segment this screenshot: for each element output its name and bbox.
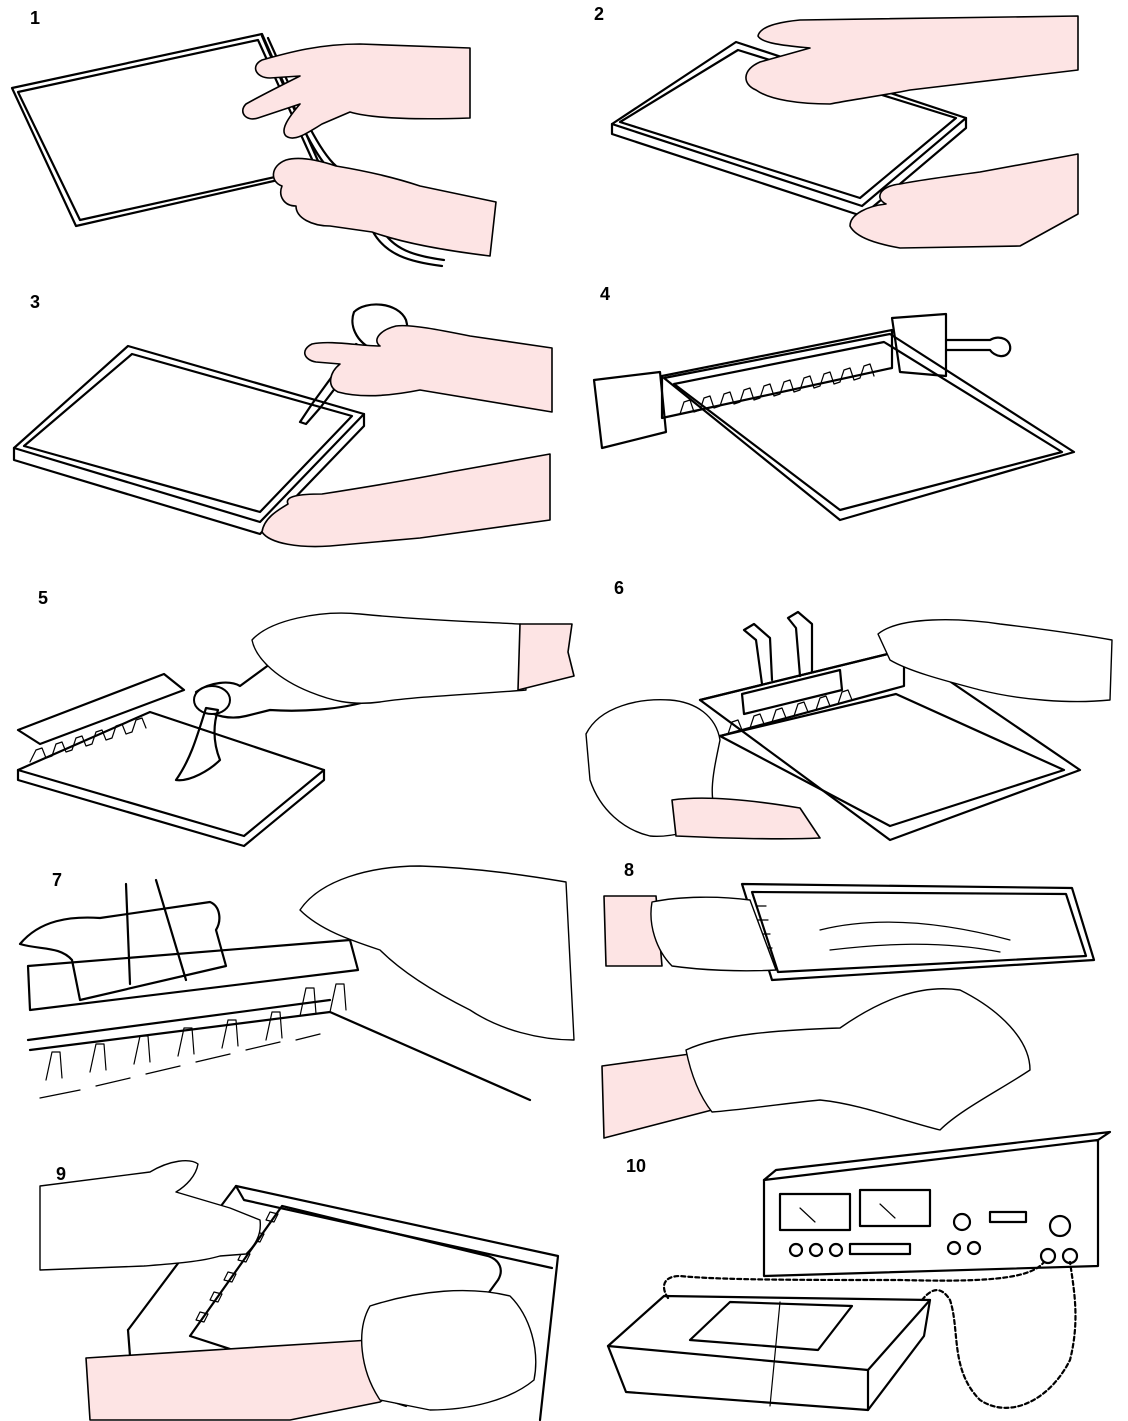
forearm-icon [86, 1340, 410, 1420]
panel-step-10: 10 [608, 1132, 1110, 1410]
panel-step-4: 4 [594, 284, 1074, 520]
panel-step-9: 9 [40, 1161, 558, 1420]
step-number-5: 5 [38, 588, 48, 608]
forearm-icon [518, 624, 574, 690]
binder-clip-icon [20, 880, 226, 1000]
hand-icon [262, 454, 550, 546]
gel-cassette-icon [742, 884, 1094, 980]
power-supply-icon [764, 1132, 1110, 1276]
comb-icon [40, 984, 346, 1098]
glove-hand-icon [300, 866, 574, 1040]
panel-step-3: 3 [14, 292, 552, 546]
step-number-1: 1 [30, 8, 40, 28]
terminal-icon [1041, 1249, 1055, 1263]
step-number-7: 7 [52, 870, 62, 890]
glove-hand-icon [362, 1291, 536, 1410]
glass-plate-icon [664, 334, 1074, 520]
gel-cassette-icon [18, 674, 324, 846]
step-number-3: 3 [30, 292, 40, 312]
step-number-2: 2 [594, 4, 604, 24]
gel-layer [752, 892, 1086, 972]
hand-icon [273, 158, 496, 256]
glove-hand-icon [686, 989, 1030, 1130]
glove-hand-icon [878, 620, 1112, 702]
hand-icon [850, 154, 1078, 248]
hand-icon [305, 326, 552, 412]
panel-step-1: 1 [12, 8, 496, 266]
panel-step-8: 8 [602, 860, 1094, 1138]
glove-hand-icon [252, 613, 526, 703]
glove-hand-icon [40, 1161, 260, 1270]
electrophoresis-tank-icon [608, 1296, 930, 1410]
step-number-6: 6 [614, 578, 624, 598]
panel-step-7: 7 [20, 866, 574, 1100]
step-number-4: 4 [600, 284, 610, 304]
panel-step-2: 2 [594, 4, 1078, 248]
step-number-10: 10 [626, 1156, 646, 1176]
meter-icon [860, 1190, 930, 1226]
power-cable-icon [664, 1262, 1075, 1408]
meter-icon [780, 1194, 850, 1230]
hand-icon [243, 44, 470, 138]
step-number-8: 8 [624, 860, 634, 880]
step-number-9: 9 [56, 1164, 66, 1184]
panel-step-5: 5 [18, 588, 574, 846]
knob-icon [954, 1214, 970, 1230]
hand-icon [746, 16, 1078, 104]
panel-step-6: 6 [586, 578, 1112, 840]
forearm-icon [672, 798, 820, 839]
knob-icon [1050, 1216, 1070, 1236]
